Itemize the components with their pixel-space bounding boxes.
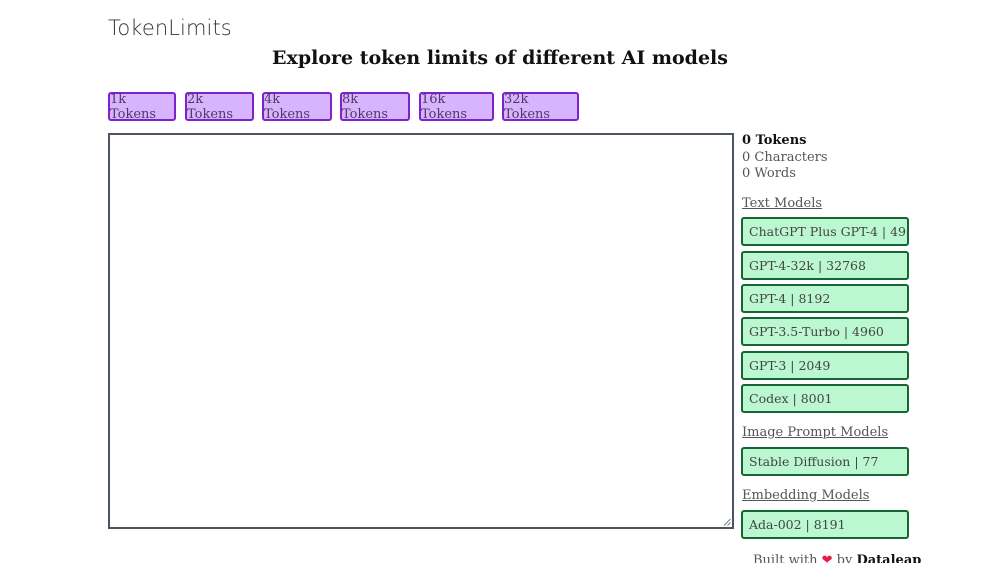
footer-author-link[interactable]: Dataleap <box>856 553 922 563</box>
preset-1k-button[interactable]: 1k Tokens <box>108 92 176 122</box>
footer-built-with: Built with <box>753 553 818 563</box>
footer-by: by <box>836 553 853 563</box>
brand-logo[interactable]: TokenLimits <box>108 16 232 40</box>
text-models-heading[interactable]: Text Models <box>742 196 823 211</box>
resize-handle-icon[interactable] <box>723 518 731 526</box>
page-title: Explore token limits of different AI mod… <box>272 47 728 69</box>
embedding-models-heading[interactable]: Embedding Models <box>742 488 870 503</box>
model-codex-button[interactable]: Codex | 8001 <box>741 384 909 413</box>
footer-credit: Built with ❤ by Dataleap <box>753 553 921 563</box>
model-stable-diffusion-button[interactable]: Stable Diffusion | 77 <box>741 447 909 476</box>
preset-2k-button[interactable]: 2k Tokens <box>185 92 254 122</box>
token-count: 0 Tokens <box>742 133 807 148</box>
model-gpt3-button[interactable]: GPT-3 | 2049 <box>741 351 909 380</box>
preset-16k-button[interactable]: 16k Tokens <box>419 92 494 122</box>
model-gpt4-button[interactable]: GPT-4 | 8192 <box>741 284 909 313</box>
model-chatgpt-plus-gpt4-button[interactable]: ChatGPT Plus GPT-4 | 4960 <box>741 217 909 246</box>
model-ada-002-button[interactable]: Ada-002 | 8191 <box>741 510 909 539</box>
model-gpt35-turbo-button[interactable]: GPT-3.5-Turbo | 4960 <box>741 317 909 346</box>
character-count: 0 Characters <box>742 149 828 165</box>
preset-32k-button[interactable]: 32k Tokens <box>502 92 579 122</box>
heart-icon: ❤ <box>821 553 833 563</box>
model-gpt4-32k-button[interactable]: GPT-4-32k | 32768 <box>741 251 909 280</box>
word-count: 0 Words <box>742 166 796 181</box>
text-input-area[interactable] <box>108 133 734 529</box>
stats-panel: 0 Tokens 0 Characters 0 Words <box>742 133 828 183</box>
preset-8k-button[interactable]: 8k Tokens <box>340 92 410 122</box>
preset-4k-button[interactable]: 4k Tokens <box>262 92 332 122</box>
image-prompt-models-heading[interactable]: Image Prompt Models <box>742 425 889 440</box>
